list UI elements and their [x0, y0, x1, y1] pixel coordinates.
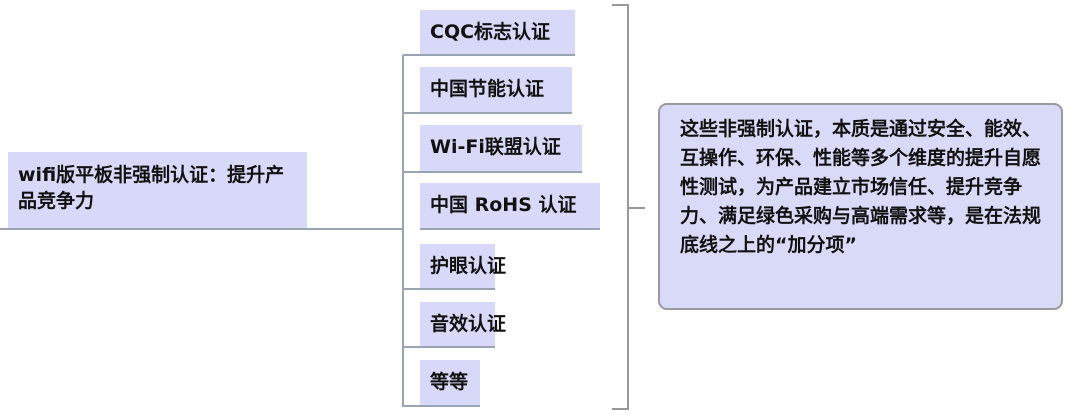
- summary-text: 这些非强制认证，本质是通过安全、能效、互操作、环保、性能等多个维度的提升自愿性测…: [680, 118, 1042, 256]
- branch-line: [403, 112, 420, 114]
- child-label: 音效认证: [430, 313, 507, 335]
- branch-line: [403, 288, 420, 290]
- child-topic-eye-care[interactable]: 护眼认证: [420, 244, 506, 290]
- root-topic[interactable]: wifi版平板非强制认证：提升产品竞争力: [8, 152, 307, 230]
- branch-line: [403, 171, 420, 173]
- branch-line: [403, 346, 420, 348]
- child-label: Wi-Fi联盟认证: [430, 136, 561, 158]
- branch-line: [403, 54, 420, 56]
- child-topic-rohs[interactable]: 中国 RoHS 认证: [420, 183, 600, 230]
- children-spine: [402, 55, 404, 407]
- child-topic-audio[interactable]: 音效认证: [420, 302, 506, 348]
- root-label: wifi版平板非强制认证：提升产品竞争力: [18, 164, 285, 212]
- child-topic-wifi-alliance[interactable]: Wi-Fi联盟认证: [420, 125, 582, 173]
- child-label: 中国 RoHS 认证: [430, 194, 577, 216]
- child-topic-etc[interactable]: 等等: [420, 360, 480, 407]
- summary-note[interactable]: 这些非强制认证，本质是通过安全、能效、互操作、环保、性能等多个维度的提升自愿性测…: [658, 103, 1063, 310]
- child-label: 护眼认证: [430, 255, 507, 277]
- child-label: 中国节能认证: [430, 78, 545, 100]
- child-topic-cqc[interactable]: CQC标志认证: [420, 10, 575, 56]
- child-topic-energy[interactable]: 中国节能认证: [420, 67, 572, 114]
- branch-line: [403, 405, 420, 407]
- child-label: 等等: [430, 371, 469, 393]
- child-label: CQC标志认证: [430, 21, 551, 43]
